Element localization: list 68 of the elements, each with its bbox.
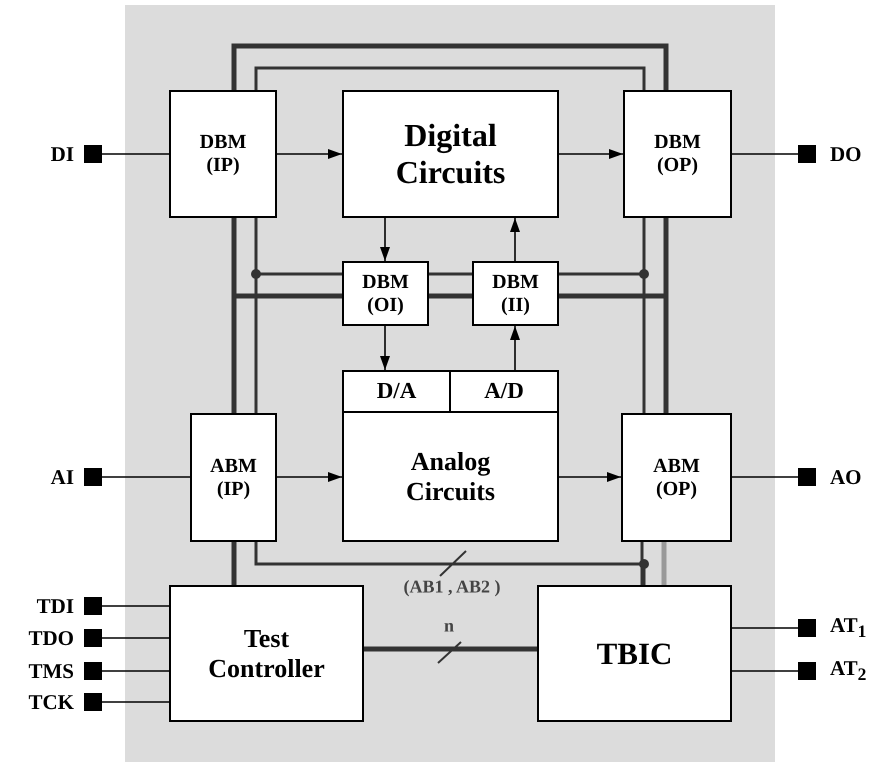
signal-line: [102, 476, 190, 478]
signal-line: [102, 153, 169, 155]
pin-label: AT$_{2}$: [830, 656, 866, 686]
edge-label: (AB1 , AB2 ): [402, 576, 502, 598]
bus-line: [232, 218, 236, 413]
signal-line: [732, 153, 798, 155]
module-box: [342, 261, 429, 326]
signal-arrow: [559, 149, 623, 159]
signal-line: [102, 701, 169, 703]
bus-line: [254, 218, 258, 413]
bus-line: [254, 542, 646, 585]
module-label: DBM (OP): [654, 131, 701, 177]
pin-label: TDO: [28, 626, 74, 650]
pin-label: AO: [830, 464, 862, 490]
signal-arrow: [559, 472, 621, 482]
bus-line: [662, 542, 666, 585]
bus-line: [232, 542, 236, 585]
signal-arrow: [510, 326, 520, 370]
signal-line: [102, 637, 169, 639]
module-label: TBIC: [596, 636, 672, 672]
pin-label: TCK: [28, 690, 74, 714]
module-label: D/A: [376, 378, 416, 405]
pin-label: AI: [50, 464, 74, 490]
module-label: DBM (II): [492, 270, 539, 316]
module-label: Analog Circuits: [406, 447, 496, 507]
bus-line: [251, 269, 342, 279]
bus-line: [234, 294, 342, 298]
signal-arrow: [380, 326, 390, 370]
bus-line: [640, 542, 644, 585]
bus-line: [254, 66, 646, 90]
signal-arrow: [277, 149, 342, 159]
module-box: [621, 413, 732, 542]
bus-line: [232, 44, 668, 90]
module-label: DBM (OI): [362, 270, 409, 316]
module-label: ABM (IP): [210, 454, 257, 500]
pin-label: DI: [50, 142, 74, 166]
module-box: [537, 585, 732, 722]
module-box: [169, 90, 277, 218]
module-box: [623, 90, 732, 218]
module-box: [472, 261, 559, 326]
signal-arrow: [380, 218, 390, 261]
module-box: [342, 90, 559, 218]
bus-line: [429, 294, 472, 298]
bus-line: [559, 294, 666, 298]
module-box: [190, 413, 277, 542]
bus-line: [664, 218, 668, 413]
bus-line: [429, 272, 472, 276]
pin-label: TMS: [28, 658, 74, 684]
bus-line: [559, 269, 649, 279]
signal-line: [102, 605, 169, 607]
signal-arrow: [510, 218, 520, 261]
signal-line: [732, 670, 798, 672]
pin-label: TDI: [36, 594, 74, 618]
module-label: A/D: [484, 378, 524, 405]
signal-line: [102, 670, 169, 672]
module-label: Digital Circuits: [396, 117, 506, 191]
bus-line: [642, 218, 646, 413]
signal-arrow: [277, 472, 342, 482]
module-box: [169, 585, 364, 722]
module-label: Test Controller: [208, 624, 325, 684]
module-box: [342, 370, 559, 542]
module-label: DBM (IP): [200, 131, 246, 177]
bus-line: [364, 646, 537, 652]
module-label: ABM (OP): [653, 454, 700, 500]
signal-line: [732, 627, 798, 629]
pin-label: AT$_{1}$: [830, 613, 866, 643]
pin-label: DO: [830, 142, 862, 166]
signal-line: [732, 476, 798, 478]
